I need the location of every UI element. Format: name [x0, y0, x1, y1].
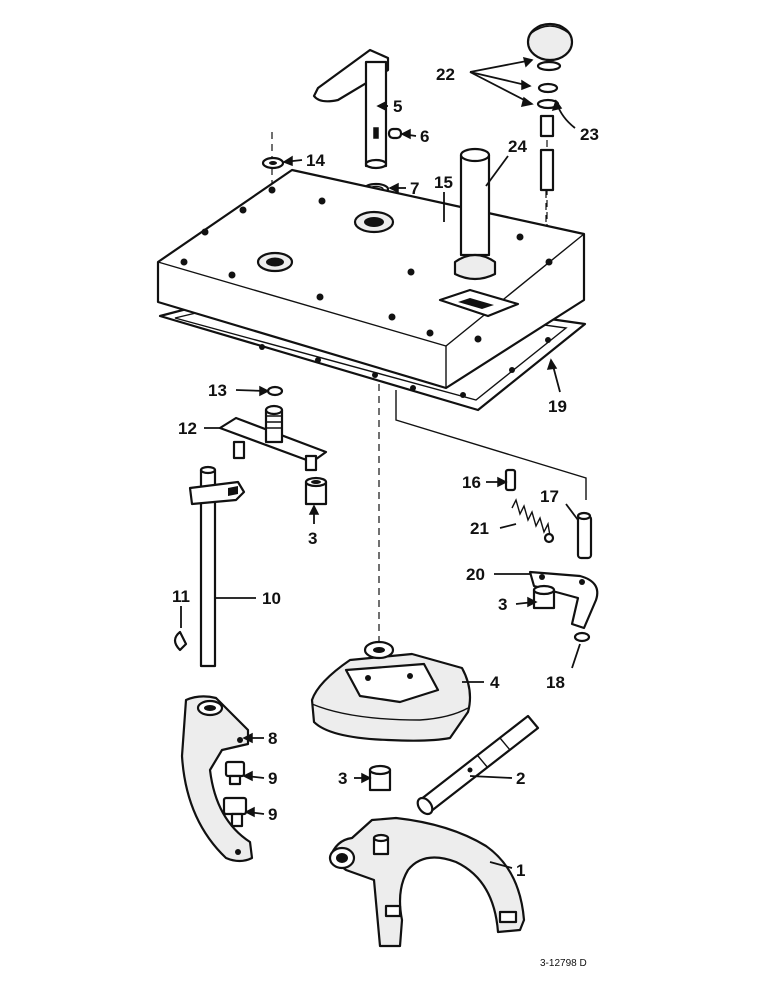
callout-3-upper: 3	[308, 529, 317, 548]
part-22-knob	[526, 22, 574, 138]
part-14-washer	[261, 156, 285, 170]
part-4-shift-housing	[310, 640, 472, 742]
part-13-washer	[266, 385, 284, 397]
part-12-bracket	[218, 404, 328, 472]
part-3-bushing-upper	[304, 476, 328, 506]
callout-3-lower: 3	[338, 769, 347, 788]
callout-1: 1	[516, 861, 525, 880]
callout-16: 16	[462, 473, 481, 492]
callout-13: 13	[208, 381, 227, 400]
callout-9-upper: 9	[268, 769, 277, 788]
part-9-pin-lower	[222, 796, 248, 828]
part-2-shaft	[416, 714, 540, 816]
callout-7: 7	[410, 179, 419, 198]
callout-2: 2	[516, 769, 525, 788]
callout-20: 20	[466, 565, 485, 584]
callout-12: 12	[178, 419, 197, 438]
part-6-pin	[387, 127, 403, 140]
callout-24: 24	[508, 137, 527, 156]
callout-3-right: 3	[498, 595, 507, 614]
callout-14: 14	[306, 151, 325, 170]
callout-labels: 22 23 5 6 7 14 24 15 13 12 19 3 16 17 21…	[172, 65, 599, 969]
callout-21: 21	[470, 519, 489, 538]
part-5-lever-shaft	[312, 48, 390, 170]
part-23-shift-lever	[539, 140, 555, 250]
leader-lines	[180, 56, 581, 869]
callout-6: 6	[420, 127, 429, 146]
part-17-plunger	[576, 511, 593, 560]
part-9-pin-upper	[224, 760, 246, 786]
drawing-number: 3-12798 D	[540, 958, 587, 969]
callout-4: 4	[490, 673, 500, 692]
part-3-bushing-lower	[368, 764, 392, 792]
callout-9-lower: 9	[268, 805, 277, 824]
part-24-shift-tower	[453, 147, 497, 281]
callout-19: 19	[548, 397, 567, 416]
part-10-shift-rail	[188, 465, 246, 668]
callout-11: 11	[172, 587, 190, 606]
callout-8: 8	[268, 729, 277, 748]
callout-22: 22	[436, 65, 455, 84]
part-11-clip	[173, 630, 188, 652]
part-21-spring	[511, 498, 555, 544]
part-1-shift-fork	[328, 816, 526, 948]
part-18-snap-ring	[573, 631, 591, 643]
part-16-pin	[504, 468, 517, 492]
callout-23: 23	[580, 125, 599, 144]
callout-18: 18	[546, 673, 565, 692]
callout-15: 15	[434, 173, 453, 192]
callout-17: 17	[540, 487, 559, 506]
callout-10: 10	[262, 589, 281, 608]
callout-5: 5	[393, 97, 402, 116]
part-3-bushing-right	[532, 584, 556, 610]
part-8-shift-fork	[180, 695, 254, 863]
